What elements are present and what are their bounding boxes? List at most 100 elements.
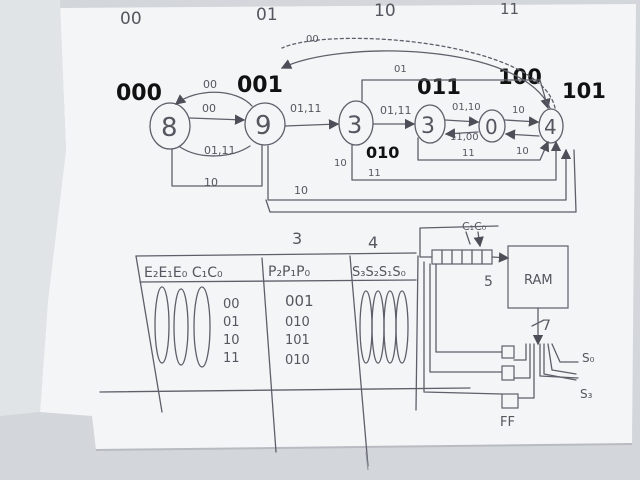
edge-label-bottom-11: 11 [462,148,475,159]
col3-header: S₃S₂S₁S₀ [352,265,406,280]
edge-label-3-back: 11,00 [450,132,479,143]
top-code-10: 10 [374,1,396,21]
p-value-2: 101 [285,333,310,348]
feedback-wire-4 [423,261,503,395]
table-header-line [139,279,417,283]
width-label-3: 3 [292,229,302,248]
paper-edge-left [0,0,66,416]
edge-label-top-00: 00 [306,34,319,45]
paper-sheet [40,4,636,450]
edge-label-9-3: 01,11 [290,102,322,115]
c-input-arrows [465,231,480,246]
edge-4-to-0 [504,129,540,140]
feedback-wire-2 [435,263,503,353]
top-code-01: 01 [256,5,278,25]
table-divider-1 [261,257,277,453]
ff-label: FF [500,415,515,430]
e-oval-3 [193,286,211,368]
col2-header: P₂P₁P₀ [268,264,311,280]
edge-label-bottom-11b: 11 [368,168,381,179]
state-node-3b-label: 3 [421,114,435,139]
edge-top-00-faint [281,37,556,109]
top-code-00: 00 [120,9,142,29]
bus-width-7: 7 [542,318,551,334]
feedback-wire-3 [429,263,503,373]
bus-width-5: 5 [484,274,493,290]
edge-label-8-self: 01,11 [204,144,236,157]
top-code-row: 00 01 10 11 [120,0,519,29]
edge-label-0-4: 10 [512,105,525,116]
p-value-3: 010 [285,353,310,368]
bus-out-2 [513,343,531,379]
ram-label: RAM [524,273,553,288]
state-code-101: 101 [562,79,606,103]
c-value-0: 00 [223,297,240,312]
edge-9-to-3a [284,119,340,130]
edge-bottom-11 [417,137,550,161]
edge-top-00 [280,50,551,109]
edge-label-3-0: 01,10 [452,102,481,113]
table-top-line [135,252,417,257]
ff-box-2 [501,365,515,381]
edge-3b-to-0 [444,116,480,127]
edge-top-01 [361,79,551,110]
state-codes: 000 001 011 100 101 010 [116,65,606,162]
bus-out-3 [517,343,535,399]
register-to-ram [491,252,510,263]
state-node-8 [149,102,191,150]
circuit-diagram: C₁C₀ 5 RAM 7 FF S₀ S₃ [419,220,595,430]
s-output-4 [551,343,579,363]
table-divider-2 [349,255,369,467]
e-oval-1 [154,286,170,364]
edge-bottom-11b [351,140,562,181]
edge-label-8-bottom: 10 [204,176,218,189]
edge-label-top-01: 01 [394,64,407,75]
e-oval-2 [173,288,189,366]
edge-label-9-bottom: 10 [294,184,308,197]
edge-8-to-9 [189,114,246,125]
state-code-001: 001 [237,73,283,98]
edge-label-left-10: 10 [334,158,347,169]
truth-table: 3 4 E₂E₁E₀ C₁C₀ P₂P₁P₀ S₃S₂S₁S₀ 00 01 10… [99,229,471,467]
s-output-2 [543,343,577,381]
p-value-1: 010 [285,315,310,330]
state-node-8-label: 8 [161,113,178,143]
state-node-3a-label: 3 [347,111,362,139]
edge-outer-loop [265,149,577,213]
ff-box-1 [501,345,515,359]
feedback-wire-1 [419,225,499,258]
c-value-1: 01 [223,315,240,330]
table-right-line [415,255,419,411]
s3-label: S₃ [580,387,593,401]
edge-label-3-3: 01,11 [380,104,412,117]
state-code-100: 100 [498,65,542,89]
state-code-000: 000 [116,81,162,106]
state-node-9-label: 9 [255,111,272,141]
edge-9-bottom [267,145,572,201]
state-code-010: 010 [366,143,399,162]
edge-label-4-0: 10 [516,146,529,157]
bus-out-1 [513,343,527,361]
edge-label-9-8: 00 [203,78,217,91]
state-node-4-label: 4 [544,115,557,139]
p-value-0: 001 [285,292,314,310]
s-oval-4 [395,290,409,364]
stray-line [365,451,369,471]
s-output-1 [539,343,579,379]
edge-9-to-8 [174,91,253,107]
col1-header: E₂E₁E₀ C₁C₀ [144,265,223,281]
state-code-011: 011 [417,75,461,99]
top-code-11: 11 [500,0,519,18]
edge-8-bottom [171,145,263,187]
ff-box-3 [501,393,519,409]
table-bottom-line [99,387,471,393]
width-label-4: 4 [368,233,378,252]
state-node-0-label: 0 [485,115,498,139]
c-value-2: 10 [223,333,240,348]
s0-label: S₀ [582,351,595,365]
state-graph: 8 9 3 3 0 4 00 00 01,11 01,11 01,11 01,1… [149,34,577,213]
edge-8-to-9-low [179,145,251,157]
edge-0-to-3b [444,128,479,139]
